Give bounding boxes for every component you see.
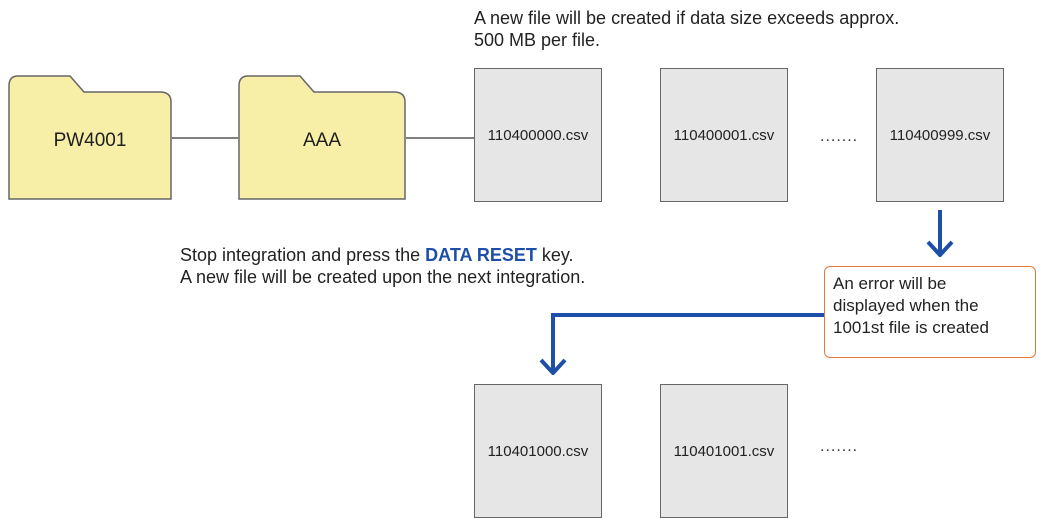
csv-file: 110400001.csv (660, 68, 788, 202)
csv-file: 110400999.csv (876, 68, 1004, 202)
data-reset-note: Stop integration and press the DATA RESE… (180, 244, 585, 288)
csv-file: 110401001.csv (660, 384, 788, 518)
elbow-arrow-icon (539, 313, 824, 375)
ellipsis: ....... (820, 438, 859, 455)
file-size-note-line1: A new file will be created if data size … (474, 8, 900, 28)
data-reset-prefix: Stop integration and press the (180, 245, 426, 265)
callout-line3: 1001st file is created (833, 318, 989, 337)
folder-label: AAA (302, 130, 342, 151)
ellipsis: ....... (820, 128, 859, 145)
data-reset-key: DATA RESET (425, 245, 537, 265)
data-reset-note-line2: A new file will be created upon the next… (180, 267, 586, 287)
file-size-note: A new file will be created if data size … (474, 7, 899, 51)
csv-file: 110400000.csv (474, 68, 602, 202)
down-arrow-icon (926, 210, 954, 257)
csv-file: 110401000.csv (474, 384, 602, 518)
folder-aaa: AAA (238, 72, 406, 200)
folder-icon (238, 75, 406, 200)
callout-line2: displayed when the (833, 296, 979, 315)
folder-label: PW4001 (53, 130, 127, 151)
folder-pw4001: PW4001 (8, 72, 172, 200)
data-reset-note-line1: Stop integration and press the DATA RESE… (180, 244, 585, 266)
folder-icon (8, 75, 172, 200)
callout-line1: An error will be (833, 274, 947, 293)
data-reset-suffix: key. (536, 245, 574, 265)
error-callout: An error will be displayed when the 1001… (824, 266, 1036, 358)
file-size-note-line2: 500 MB per file. (474, 30, 601, 50)
